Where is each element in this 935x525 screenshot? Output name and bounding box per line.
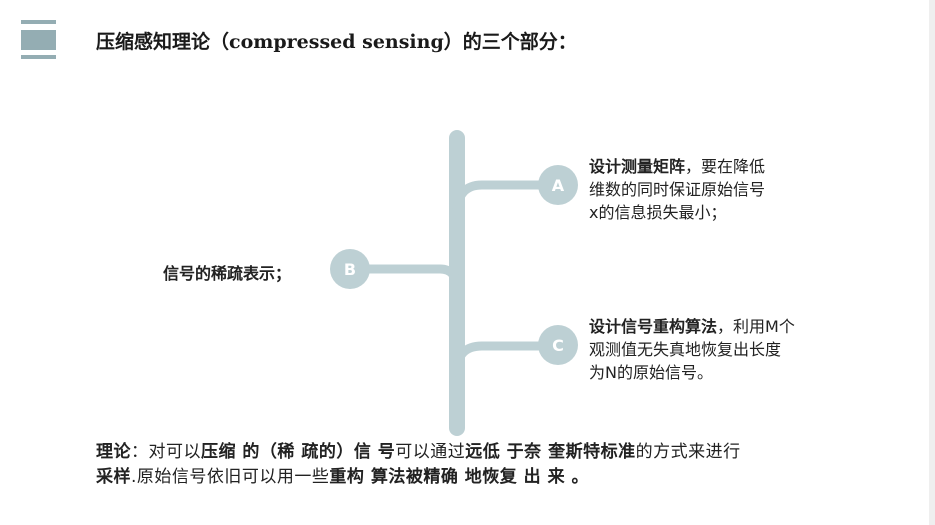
summary-s7: 采样: [96, 467, 131, 487]
summary-s5: 远低 于奈 奎斯特标准: [465, 442, 636, 462]
title-cn-prefix: 压缩感知理论（: [96, 31, 230, 53]
node-b-letter: B: [343, 259, 357, 279]
branch-c-connector: [452, 341, 545, 377]
branch-b-connector: [363, 264, 462, 295]
logo-bar-bottom: [21, 55, 56, 59]
sparse-representation-label: 信号的稀疏表示；: [163, 264, 292, 283]
theory-summary: 理论：对可以压缩 的（稀 疏的）信 号可以通过远低 于奈 奎斯特标准的方式来进行…: [96, 440, 856, 490]
node-a-circle: A: [538, 165, 578, 205]
logo-bar-top: [21, 20, 56, 24]
node-a-bold: 设计测量矩阵: [589, 157, 686, 176]
title-en: compressed sensing: [229, 31, 444, 53]
node-c-line3: 为N的原始信号。: [589, 363, 713, 382]
node-c-bold: 设计信号重构算法: [589, 317, 718, 336]
node-a-text: 设计测量矩阵，要在降低 维数的同时保证原始信号 x的信息损失最小；: [589, 155, 765, 224]
node-a-line3: x的信息损失最小；: [589, 203, 727, 222]
node-a-line2: 维数的同时保证原始信号: [589, 180, 766, 199]
page-title: 压缩感知理论（compressed sensing）的三个部分：: [96, 27, 577, 54]
summary-s4: 可以通过: [395, 442, 466, 462]
node-c-circle: C: [538, 325, 578, 365]
node-a-letter: A: [551, 175, 565, 195]
logo-bar-middle: [21, 30, 56, 50]
summary-s1: 理论: [96, 442, 131, 462]
summary-s2: ：对可以: [131, 442, 201, 462]
node-c-text: 设计信号重构算法，利用M个 观测值无失真地恢复出长度 为N的原始信号。: [589, 315, 795, 384]
title-cn-suffix: ）的三个部分：: [443, 31, 577, 53]
slide-edge: [929, 0, 935, 525]
node-b-circle: B: [330, 249, 370, 289]
node-a-line1-rest: ，要在降低: [685, 157, 766, 176]
branch-a-connector: [452, 180, 545, 219]
summary-s8: .原始信号依旧可以用一些: [131, 467, 330, 487]
summary-s3: 压缩 的（稀 疏的）信 号: [201, 442, 396, 462]
node-c-line2: 观测值无失真地恢复出长度: [589, 340, 782, 359]
node-c-line1-rest: ，利用M个: [717, 317, 795, 336]
summary-s6: 的方式来进行: [635, 442, 741, 462]
summary-s9: 重构 算法被精确 地恢复 出 来 。: [329, 467, 589, 487]
node-c-letter: C: [552, 335, 564, 355]
